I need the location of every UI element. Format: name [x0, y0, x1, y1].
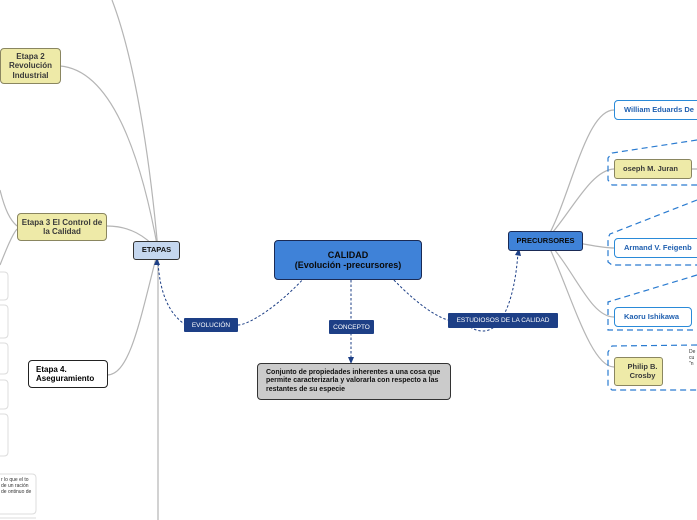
- person-crosby-label: Philip B. Crosby: [627, 361, 658, 380]
- person-deming-label: William Eduards De: [624, 104, 694, 114]
- concept-definition-text: Conjunto de propiedades inherentes a una…: [266, 369, 441, 393]
- central-topic-subtitle: (Evolución -precursores): [294, 260, 402, 270]
- concepto-connector-label[interactable]: CONCEPTO: [329, 320, 374, 334]
- central-topic-node[interactable]: CALIDAD (Evolución -precursores): [274, 240, 422, 280]
- estudiosos-label-text: ESTUDIOSOS DE LA CALIDAD: [456, 317, 550, 324]
- evolucion-label-text: EVOLUCIÓN: [191, 321, 231, 329]
- person-juran-label: oseph M. Juran: [623, 163, 679, 173]
- person-ishikawa-label: Kaoru Ishikawa: [624, 311, 680, 321]
- clipped-left-note: r lo que el to de un ración de ontinuo d…: [1, 477, 32, 495]
- person-crosby-node[interactable]: Philip B. Crosby: [614, 357, 663, 386]
- precursores-label: PRECURSORES: [516, 235, 575, 245]
- person-ishikawa-node[interactable]: Kaoru Ishikawa: [614, 307, 692, 327]
- stage-4-node[interactable]: Etapa 4. Aseguramiento: [28, 360, 108, 388]
- concept-definition-node[interactable]: Conjunto de propiedades inherentes a una…: [257, 363, 451, 400]
- etapas-node[interactable]: ETAPAS: [133, 241, 180, 260]
- stage-2-label: Etapa 2 Revolución Industrial: [8, 52, 53, 80]
- central-topic-title: CALIDAD: [327, 249, 369, 260]
- person-feigenbaum-node[interactable]: Armand V. Feigenb: [614, 238, 697, 258]
- person-deming-node[interactable]: William Eduards De: [614, 100, 697, 120]
- stage-4-label: Etapa 4. Aseguramiento: [36, 364, 95, 383]
- clipped-right-note: De cu "n: [689, 349, 696, 367]
- person-feigenbaum-label: Armand V. Feigenb: [624, 242, 692, 252]
- stage-3-label: Etapa 3 El Control de la Calidad: [21, 217, 103, 236]
- precursores-node[interactable]: PRECURSORES: [508, 231, 583, 251]
- estudiosos-connector-label[interactable]: ESTUDIOSOS DE LA CALIDAD: [448, 313, 558, 328]
- stage-2-node[interactable]: Etapa 2 Revolución Industrial: [0, 48, 61, 84]
- etapas-label: ETAPAS: [141, 245, 172, 255]
- person-juran-node[interactable]: oseph M. Juran: [614, 159, 692, 179]
- concepto-label-text: CONCEPTO: [333, 323, 370, 331]
- evolucion-connector-label[interactable]: EVOLUCIÓN: [184, 318, 238, 332]
- stage-3-node[interactable]: Etapa 3 El Control de la Calidad: [17, 213, 107, 241]
